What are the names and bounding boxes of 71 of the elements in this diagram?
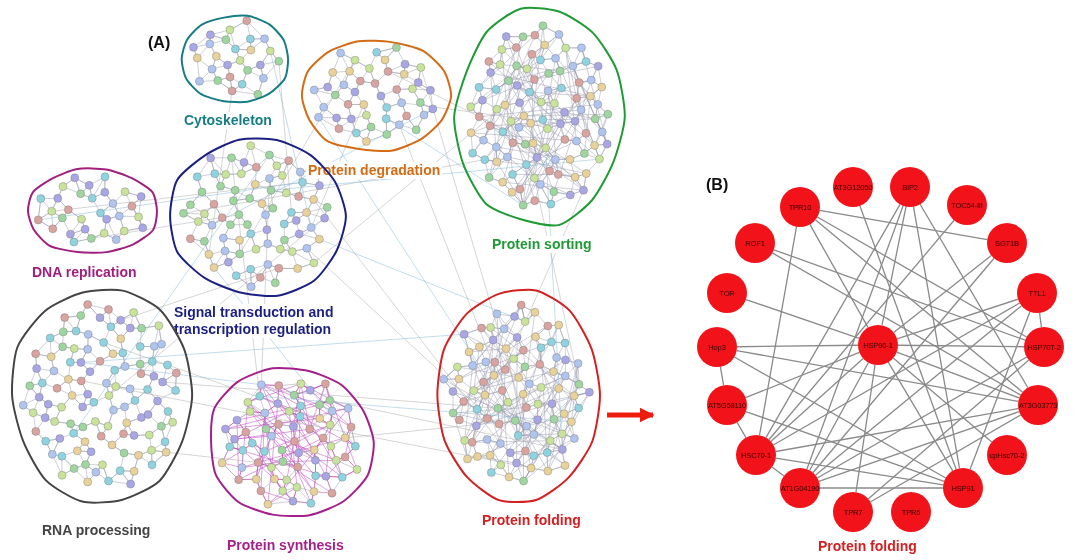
interaction-line bbox=[818, 410, 1020, 483]
interaction-line bbox=[758, 226, 798, 436]
protein-node-circle bbox=[1018, 385, 1058, 425]
interaction-line bbox=[772, 302, 1021, 446]
interaction-line bbox=[869, 414, 1022, 503]
interaction-line bbox=[897, 344, 1025, 348]
interaction-line bbox=[736, 344, 859, 348]
cluster-label: Protein sorting bbox=[490, 236, 594, 253]
interaction-line bbox=[892, 357, 993, 443]
interaction-line bbox=[736, 349, 1019, 403]
interaction-line bbox=[771, 466, 785, 477]
interaction-line bbox=[770, 357, 864, 443]
interaction-line bbox=[773, 249, 1026, 341]
cluster-label: Protein synthesis bbox=[225, 537, 346, 554]
protein-node-circle bbox=[890, 167, 930, 207]
protein-node-circle bbox=[987, 435, 1027, 475]
protein-node-circle bbox=[780, 187, 820, 227]
protein-node-circle bbox=[735, 223, 775, 263]
interaction-line bbox=[771, 252, 1022, 396]
protein-node-circle bbox=[736, 435, 776, 475]
protein-node-circle bbox=[707, 385, 747, 425]
interaction-line bbox=[808, 361, 870, 472]
interaction-line bbox=[806, 205, 904, 470]
interaction-line bbox=[893, 254, 992, 334]
protein-node-circle bbox=[858, 325, 898, 365]
protein-node-circle bbox=[780, 468, 820, 508]
interaction-line bbox=[765, 203, 901, 439]
protein-node-circle bbox=[833, 492, 873, 532]
interaction-line bbox=[919, 203, 1029, 389]
protein-node-circle bbox=[707, 273, 747, 313]
interaction-line bbox=[867, 359, 1030, 500]
interaction-line bbox=[745, 411, 945, 482]
interaction-line bbox=[812, 257, 995, 474]
interaction-line bbox=[896, 298, 1019, 340]
interaction-line bbox=[859, 205, 957, 470]
interaction-line bbox=[733, 356, 947, 479]
protein-node-circle bbox=[697, 327, 737, 367]
cluster-label: Cytoskeleton bbox=[182, 112, 274, 129]
interaction-line bbox=[814, 305, 1023, 476]
interaction-line bbox=[744, 351, 861, 399]
interaction-line bbox=[1038, 312, 1043, 328]
panel-caption: Protein folding bbox=[818, 538, 917, 554]
interaction-line bbox=[775, 457, 944, 486]
interaction-line bbox=[912, 206, 961, 469]
interaction-line bbox=[881, 205, 907, 327]
protein-node-circle bbox=[833, 167, 873, 207]
interaction-line bbox=[819, 487, 944, 489]
cluster-label: RNA processing bbox=[40, 522, 153, 539]
arrow bbox=[607, 407, 655, 423]
interaction-line bbox=[775, 407, 1019, 453]
cluster-label: DNA replication bbox=[30, 264, 139, 281]
protein-node-circle bbox=[943, 468, 983, 508]
interaction-line bbox=[809, 223, 869, 329]
interaction-line bbox=[896, 351, 1020, 399]
interaction-line bbox=[814, 219, 1024, 393]
interaction-line bbox=[816, 216, 1028, 338]
cluster-label: Protein folding bbox=[480, 512, 583, 529]
interaction-line bbox=[768, 219, 955, 441]
interaction-line bbox=[745, 298, 860, 340]
interaction-line bbox=[969, 311, 1031, 470]
interaction-line bbox=[819, 209, 988, 241]
interaction-line bbox=[719, 366, 725, 386]
interaction-line bbox=[816, 356, 1028, 479]
panel-label: (B) bbox=[706, 176, 729, 194]
protein-node-circle bbox=[987, 223, 1027, 263]
protein-node-circle bbox=[1024, 327, 1064, 367]
interaction-line bbox=[887, 361, 954, 472]
protein-node-circle bbox=[1017, 273, 1057, 313]
protein-node-circle bbox=[891, 492, 931, 532]
interaction-line bbox=[855, 364, 876, 493]
protein-node-circle bbox=[947, 185, 987, 225]
